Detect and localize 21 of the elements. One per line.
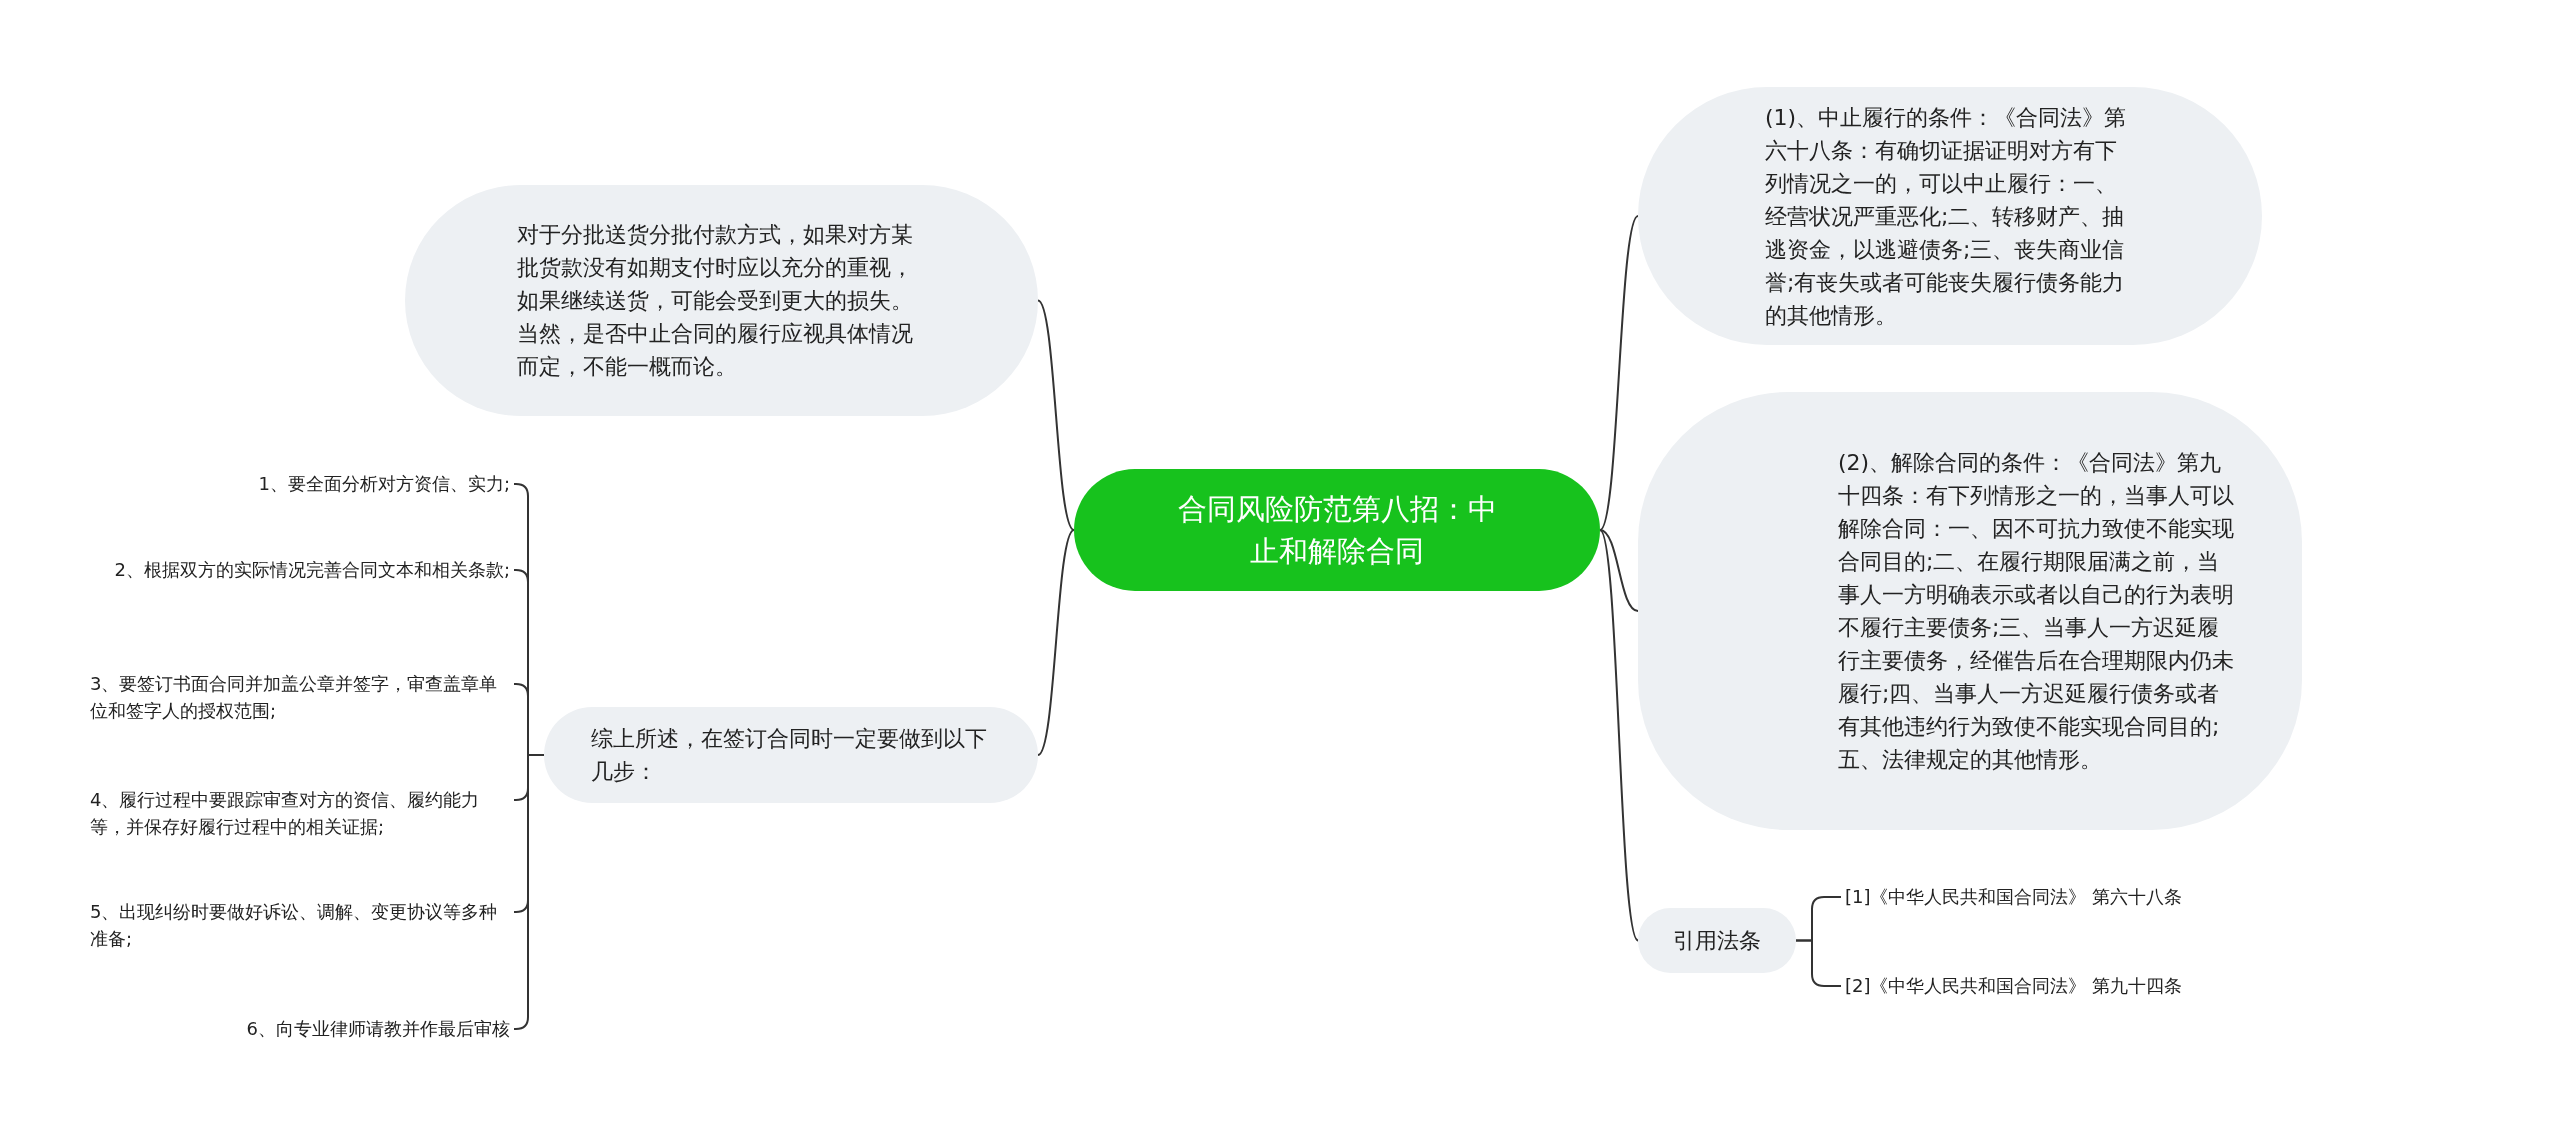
connector-line (1599, 215, 1639, 531)
central-topic-text: 合同风险防范第八招：中止和解除合同 (1176, 491, 1498, 570)
topic-text: (1)、中止履行的条件：《合同法》第六十八条：有确切证据证明对方有下列情况之一的，可以中止履行：一、经营状况严重恶化;二、转移财产、抽逃资金，以逃避债务;三、丧失商业信誉;有丧失或者可能丧失履行债务能力的其他情形。 (1765, 103, 2128, 330)
branch-item-text: [1]《中华人民共和国合同法》 第六十八条 (1845, 883, 2183, 910)
branch-item-text: 5、出现纠纷时要做好诉讼、调解、变更协议等多种准备; (90, 898, 510, 952)
branch-item-text: 6、向专业律师请教并作最后审核 (246, 1015, 510, 1042)
connector-line (1599, 529, 1639, 942)
topic-text: 综上所述，在签订合同时一定要做到以下几步： (591, 725, 988, 786)
connector-line (1795, 939, 1842, 987)
connector-line (1599, 529, 1639, 612)
topic-text: 对于分批送货分批付款方式，如果对方某批货款没有如期支付时应以充分的重视，如果继续送货，可能会受到更大的损失。当然，是否中止合同的履行应视具体情况而定，不能一概而论。 (516, 221, 914, 381)
connector-line (1037, 529, 1075, 756)
branch-item-text: 2、根据双方的实际情况完善合同文本和相关条款; (114, 556, 510, 583)
branch-item-text: 3、要签订书面合同并加盖公章并签字，审查盖章单位和签字人的授权范围; (90, 670, 510, 724)
topic-text: 引用法条 (1673, 927, 1761, 955)
topic-text: (2)、解除合同的条件：《合同法》第九十四条：有下列情形之一的，当事人可以解除合同：一、因不可抗力致使不能实现合同目的;二、在履行期限届满之前，当事人一方明确表示或者以自己的行为表明不履行主要债务;三、当事人一方迟延履行主要债务，经催告后在合理期限内仍未履行;四、当事人一方迟延履行债务或者有其他违约行为致使不能实现合同目的;五、法律规定的其他情形。 (1838, 449, 2235, 774)
branch-item-text: 1、要全面分析对方资信、实力; (258, 470, 510, 497)
connector-line (513, 754, 545, 1030)
branch-item-text: [2]《中华人民共和国合同法》 第九十四条 (1845, 972, 2183, 999)
connector-line (1037, 299, 1075, 531)
branch-item-text: 4、履行过程中要跟踪审查对方的资信、履约能力等，并保存好履行过程中的相关证据; (90, 786, 510, 840)
